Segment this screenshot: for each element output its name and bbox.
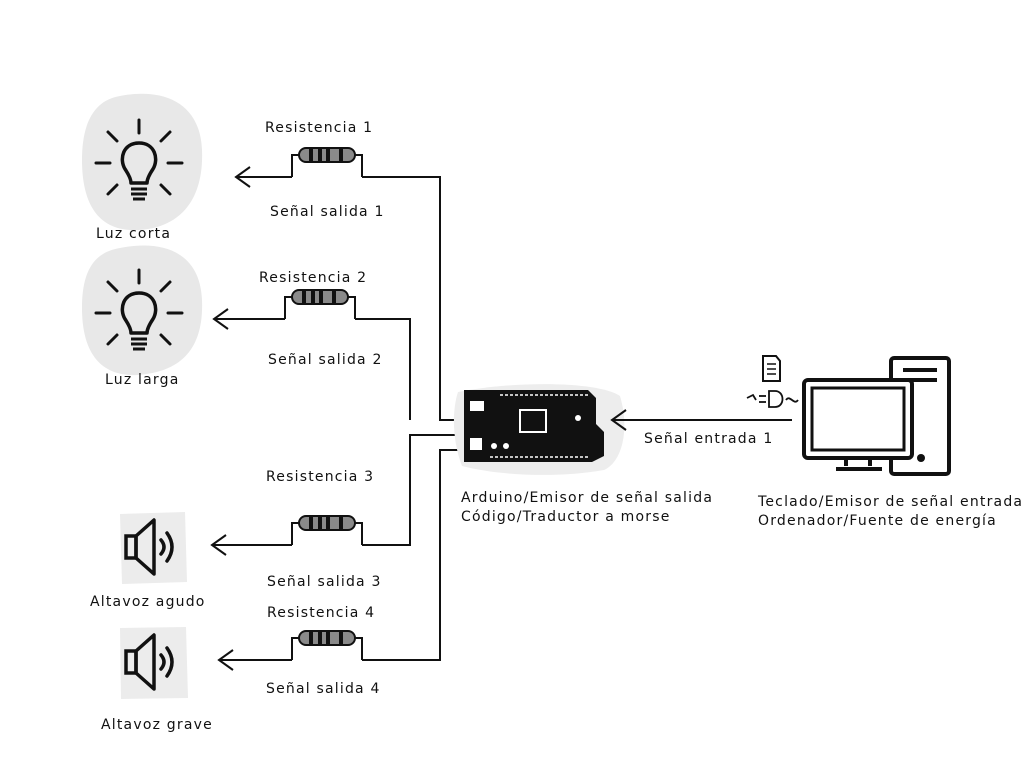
altavoz-grave-label: Altavoz grave <box>101 717 213 733</box>
wire-salida-2 <box>213 289 411 420</box>
luz-larga: Luz larga <box>82 245 203 388</box>
computer: Teclado/Emisor de señal entrada Ordenado… <box>757 356 1023 529</box>
resistor-3 <box>291 515 363 546</box>
morse-document-icon <box>746 355 799 408</box>
senal-salida-1-label: Señal salida 1 <box>270 204 385 220</box>
resistor-4 <box>291 630 363 661</box>
resistencia-1-label: Resistencia 1 <box>265 120 373 136</box>
desktop-computer-icon <box>802 356 951 476</box>
luz-corta-label: Luz corta <box>96 226 171 242</box>
resistencia-3-label: Resistencia 3 <box>266 469 374 485</box>
altavoz-grave: Altavoz grave <box>101 627 213 733</box>
senal-salida-3-label: Señal salida 3 <box>267 574 382 590</box>
resistor-2 <box>284 289 356 320</box>
wire-salida-1 <box>235 147 462 421</box>
arduino-board-icon <box>464 390 604 462</box>
arduino-label-line1: Arduino/Emisor de señal salida <box>461 490 713 506</box>
senal-salida-2-label: Señal salida 2 <box>268 352 383 368</box>
arduino-label-line2: Código/Traductor a morse <box>461 509 671 525</box>
wire-salida-3 <box>211 434 462 556</box>
arduino-board: Arduino/Emisor de señal salida Código/Tr… <box>453 384 713 525</box>
luz-corta: Luz corta <box>82 93 203 242</box>
altavoz-agudo-label: Altavoz agudo <box>90 594 206 610</box>
altavoz-agudo: Altavoz agudo <box>90 512 206 610</box>
computer-label-line1: Teclado/Emisor de señal entrada <box>757 494 1023 510</box>
wire-salida-4 <box>218 449 462 671</box>
computer-label-line2: Ordenador/Fuente de energía <box>758 513 997 529</box>
senal-salida-4-label: Señal salida 4 <box>266 681 381 697</box>
resistencia-4-label: Resistencia 4 <box>267 605 375 621</box>
resistor-1 <box>291 147 363 178</box>
resistencia-2-label: Resistencia 2 <box>259 270 367 286</box>
senal-entrada-1-label: Señal entrada 1 <box>644 431 773 447</box>
wire-entrada-1: Señal entrada 1 <box>611 409 792 447</box>
luz-larga-label: Luz larga <box>105 372 179 388</box>
